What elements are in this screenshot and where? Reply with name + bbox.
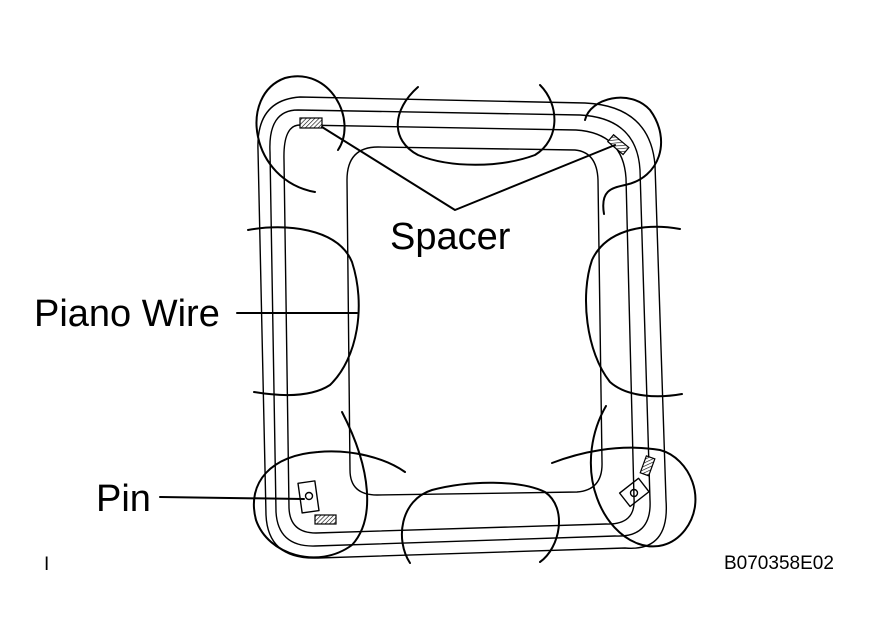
arc-top-center (396, 84, 556, 166)
interior-panel (346, 146, 603, 496)
pin-bottom-right (618, 477, 650, 508)
spacer-bottom-left (314, 514, 337, 525)
leader-lines (159, 126, 616, 500)
spacer-leader (321, 126, 616, 211)
figure-code: B070358E02 (724, 553, 834, 574)
inner-edge (283, 124, 635, 534)
spacer-bottom-right (639, 455, 656, 477)
arc-right (585, 225, 683, 398)
spacer-top-right (606, 133, 630, 156)
spacers (299, 117, 656, 525)
piano-wire-label: Piano Wire (34, 293, 220, 335)
circle-top-left (255, 75, 346, 193)
circle-top-right (584, 96, 663, 215)
circle-bottom-right (551, 405, 697, 548)
outer-frame-edge (257, 96, 668, 559)
detail-circles (247, 75, 697, 564)
corner-mark: I (44, 554, 49, 575)
pin-label: Pin (96, 478, 151, 520)
spacer-top-left (299, 117, 323, 129)
pin-bottom-left (297, 480, 320, 514)
circle-bottom-left (252, 411, 406, 559)
spacer-label: Spacer (390, 216, 511, 258)
arc-left (247, 226, 360, 397)
pin-leader (159, 496, 305, 500)
glass-outline (257, 96, 668, 559)
glass-edge (269, 109, 651, 547)
arc-bottom-center (400, 481, 560, 564)
